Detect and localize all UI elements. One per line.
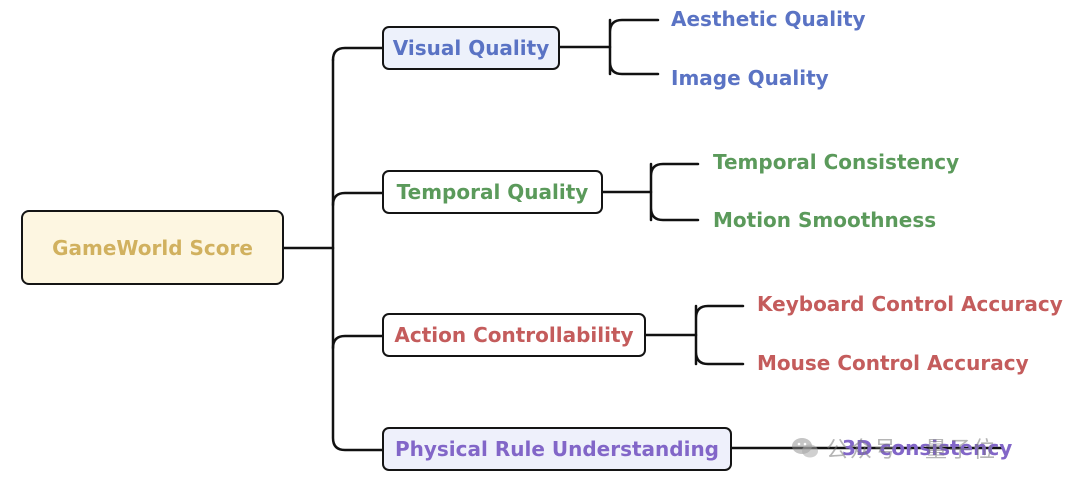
- root-node: GameWorld Score: [21, 210, 284, 285]
- leaf-motion-smoothness: Motion Smoothness: [713, 208, 937, 232]
- branch-temporal-quality: Temporal Quality: [382, 170, 603, 214]
- root-label: GameWorld Score: [52, 235, 253, 260]
- branch-label: Action Controllability: [394, 323, 634, 347]
- branch-label: Temporal Quality: [396, 180, 589, 204]
- leaf-keyboard-control-accuracy: Keyboard Control Accuracy: [757, 292, 1063, 316]
- watermark: 公众号 · 量子位: [790, 432, 997, 464]
- branch-action-controllability: Action Controllability: [382, 313, 646, 357]
- leaf-image-quality: Image Quality: [671, 66, 829, 90]
- watermark-text: 公众号 · 量子位: [826, 438, 997, 463]
- leaf-temporal-consistency: Temporal Consistency: [713, 150, 960, 174]
- branch-label: Physical Rule Understanding: [394, 437, 720, 461]
- leaf-aesthetic-quality: Aesthetic Quality: [671, 7, 866, 31]
- branch-physical-rule-understanding: Physical Rule Understanding: [382, 427, 732, 471]
- branch-label: Visual Quality: [392, 36, 550, 60]
- branch-visual-quality: Visual Quality: [382, 26, 560, 70]
- leaf-mouse-control-accuracy: Mouse Control Accuracy: [757, 351, 1029, 375]
- leaf-3d-consistency: 3D consistency: [842, 436, 1013, 460]
- wechat-icon: [790, 435, 820, 461]
